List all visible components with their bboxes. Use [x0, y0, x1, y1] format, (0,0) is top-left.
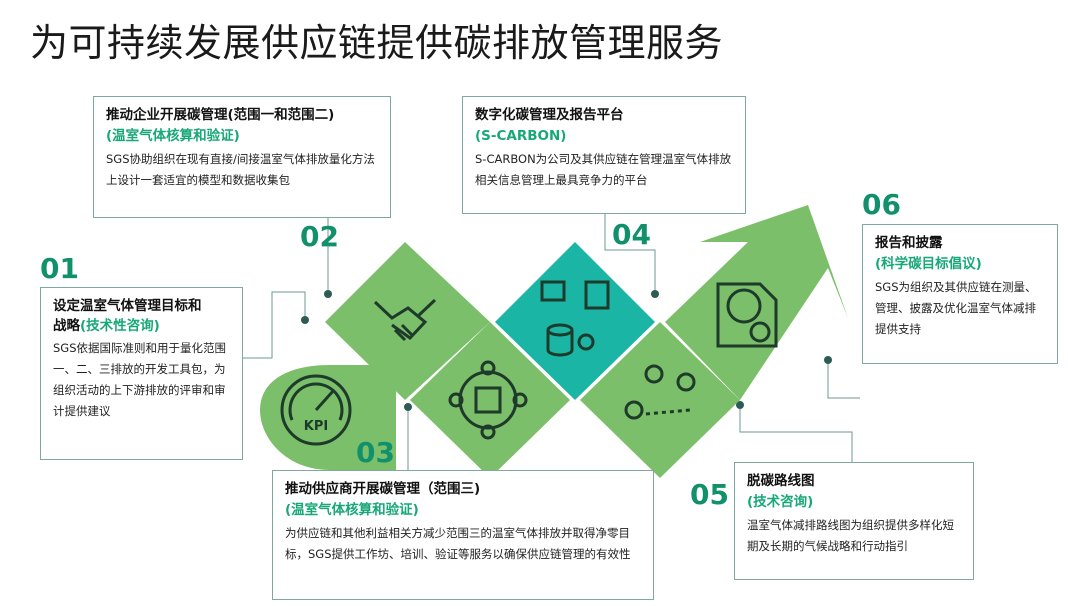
step-number-05: 05: [690, 478, 729, 511]
step-01-shape: [260, 365, 396, 470]
step-02-body: SGS协助组织在现有直接/间接温室气体排放量化方法上设计一套适宜的模型和数据收集…: [106, 152, 375, 187]
step-02-sub: (温室气体核算和验证): [106, 128, 240, 144]
step-card-04: 数字化碳管理及报告平台 (S-CARBON) S-CARBON为公司及其供应链在…: [462, 96, 746, 214]
kpi-gauge-icon: [280, 374, 352, 446]
step-06-body: SGS为组织及其供应链在测量、管理、披露及优化温室气体减排提供支持: [875, 280, 1037, 336]
step-card-06: 报告和披露 (科学碳目标倡议) SGS为组织及其供应链在测量、管理、披露及优化温…: [862, 224, 1058, 364]
step-03-shape: [410, 322, 570, 478]
route-map-icon: [624, 364, 696, 420]
connector-dot-04: [651, 290, 659, 298]
connector-dot-06: [824, 356, 832, 364]
step-number-06: 06: [862, 188, 901, 221]
step-05-heading: 脱碳路线图: [747, 473, 815, 489]
step-01-body: SGS依据国际准则和用于量化范围一、二、三排放的开发工具包，为组织活动的上下游排…: [53, 341, 227, 418]
step-05-body: 温室气体减排路线图为组织提供多样化短期及长期的气候战略和行动指引: [747, 518, 954, 553]
step-number-03: 03: [356, 436, 395, 469]
connector-lines: [243, 214, 860, 470]
supply-network-icon: [448, 360, 528, 440]
step-06-sub: (科学碳目标倡议): [875, 256, 982, 272]
connector-05: [739, 405, 853, 462]
kpi-label: KPI: [304, 419, 328, 434]
step-02-shape: [325, 242, 490, 400]
connector-01: [243, 291, 306, 359]
step-06-heading: 报告和披露: [875, 235, 943, 251]
connector-dot-02: [324, 290, 332, 298]
step-02-heading: 推动企业开展碳管理(范围一和范围二): [106, 107, 335, 123]
page-title: 为可持续发展供应链提供碳排放管理服务: [30, 21, 724, 65]
step-06-arrow-shape: [665, 205, 848, 400]
step-card-01: 设定温室气体管理目标和 战略(技术性咨询) SGS依据国际准则和用于量化范围一、…: [40, 287, 243, 460]
step-card-03: 推动供应商开展碳管理（范围三) (温室气体核算和验证) 为供应链和其他利益相关方…: [272, 470, 654, 600]
step-card-05: 脱碳路线图 (技术咨询) 温室气体减排路线图为组织提供多样化短期及长期的气候战略…: [734, 462, 974, 580]
step-04-heading: 数字化碳管理及报告平台: [475, 107, 624, 123]
connector-dot-05: [736, 401, 744, 409]
handshake-icon: [373, 298, 437, 342]
step-05-shape: [580, 322, 740, 478]
connector-dot-01: [301, 316, 309, 324]
step-number-02: 02: [300, 220, 339, 253]
report-pie-chart-icon: [716, 282, 778, 348]
database-servers-icon: [540, 280, 610, 357]
step-03-body: 为供应链和其他利益相关方减少范围三的温室气体排放并取得净零目标，SGS提供工作坊…: [285, 526, 631, 561]
step-05-sub: (技术咨询): [747, 494, 814, 510]
step-01-heading-a: 设定温室气体管理目标和: [53, 298, 202, 314]
connector-06: [827, 360, 860, 399]
step-03-heading: 推动供应商开展碳管理（范围三): [285, 481, 481, 497]
step-number-01: 01: [40, 252, 79, 285]
step-01-heading-sub: (技术性咨询): [80, 318, 160, 334]
step-01-heading-b: 战略: [53, 318, 80, 334]
step-number-04: 04: [612, 218, 651, 251]
step-04-sub: (S-CARBON): [475, 128, 567, 144]
step-card-02: 推动企业开展碳管理(范围一和范围二) (温室气体核算和验证) SGS协助组织在现…: [93, 96, 391, 218]
step-04-body: S-CARBON为公司及其供应链在管理温室气体排放相关信息管理上最具竞争力的平台: [475, 152, 732, 187]
step-03-sub: (温室气体核算和验证): [285, 502, 419, 518]
step-04-shape: [495, 242, 655, 400]
connector-04: [604, 214, 656, 294]
connector-dot-03: [404, 403, 412, 411]
